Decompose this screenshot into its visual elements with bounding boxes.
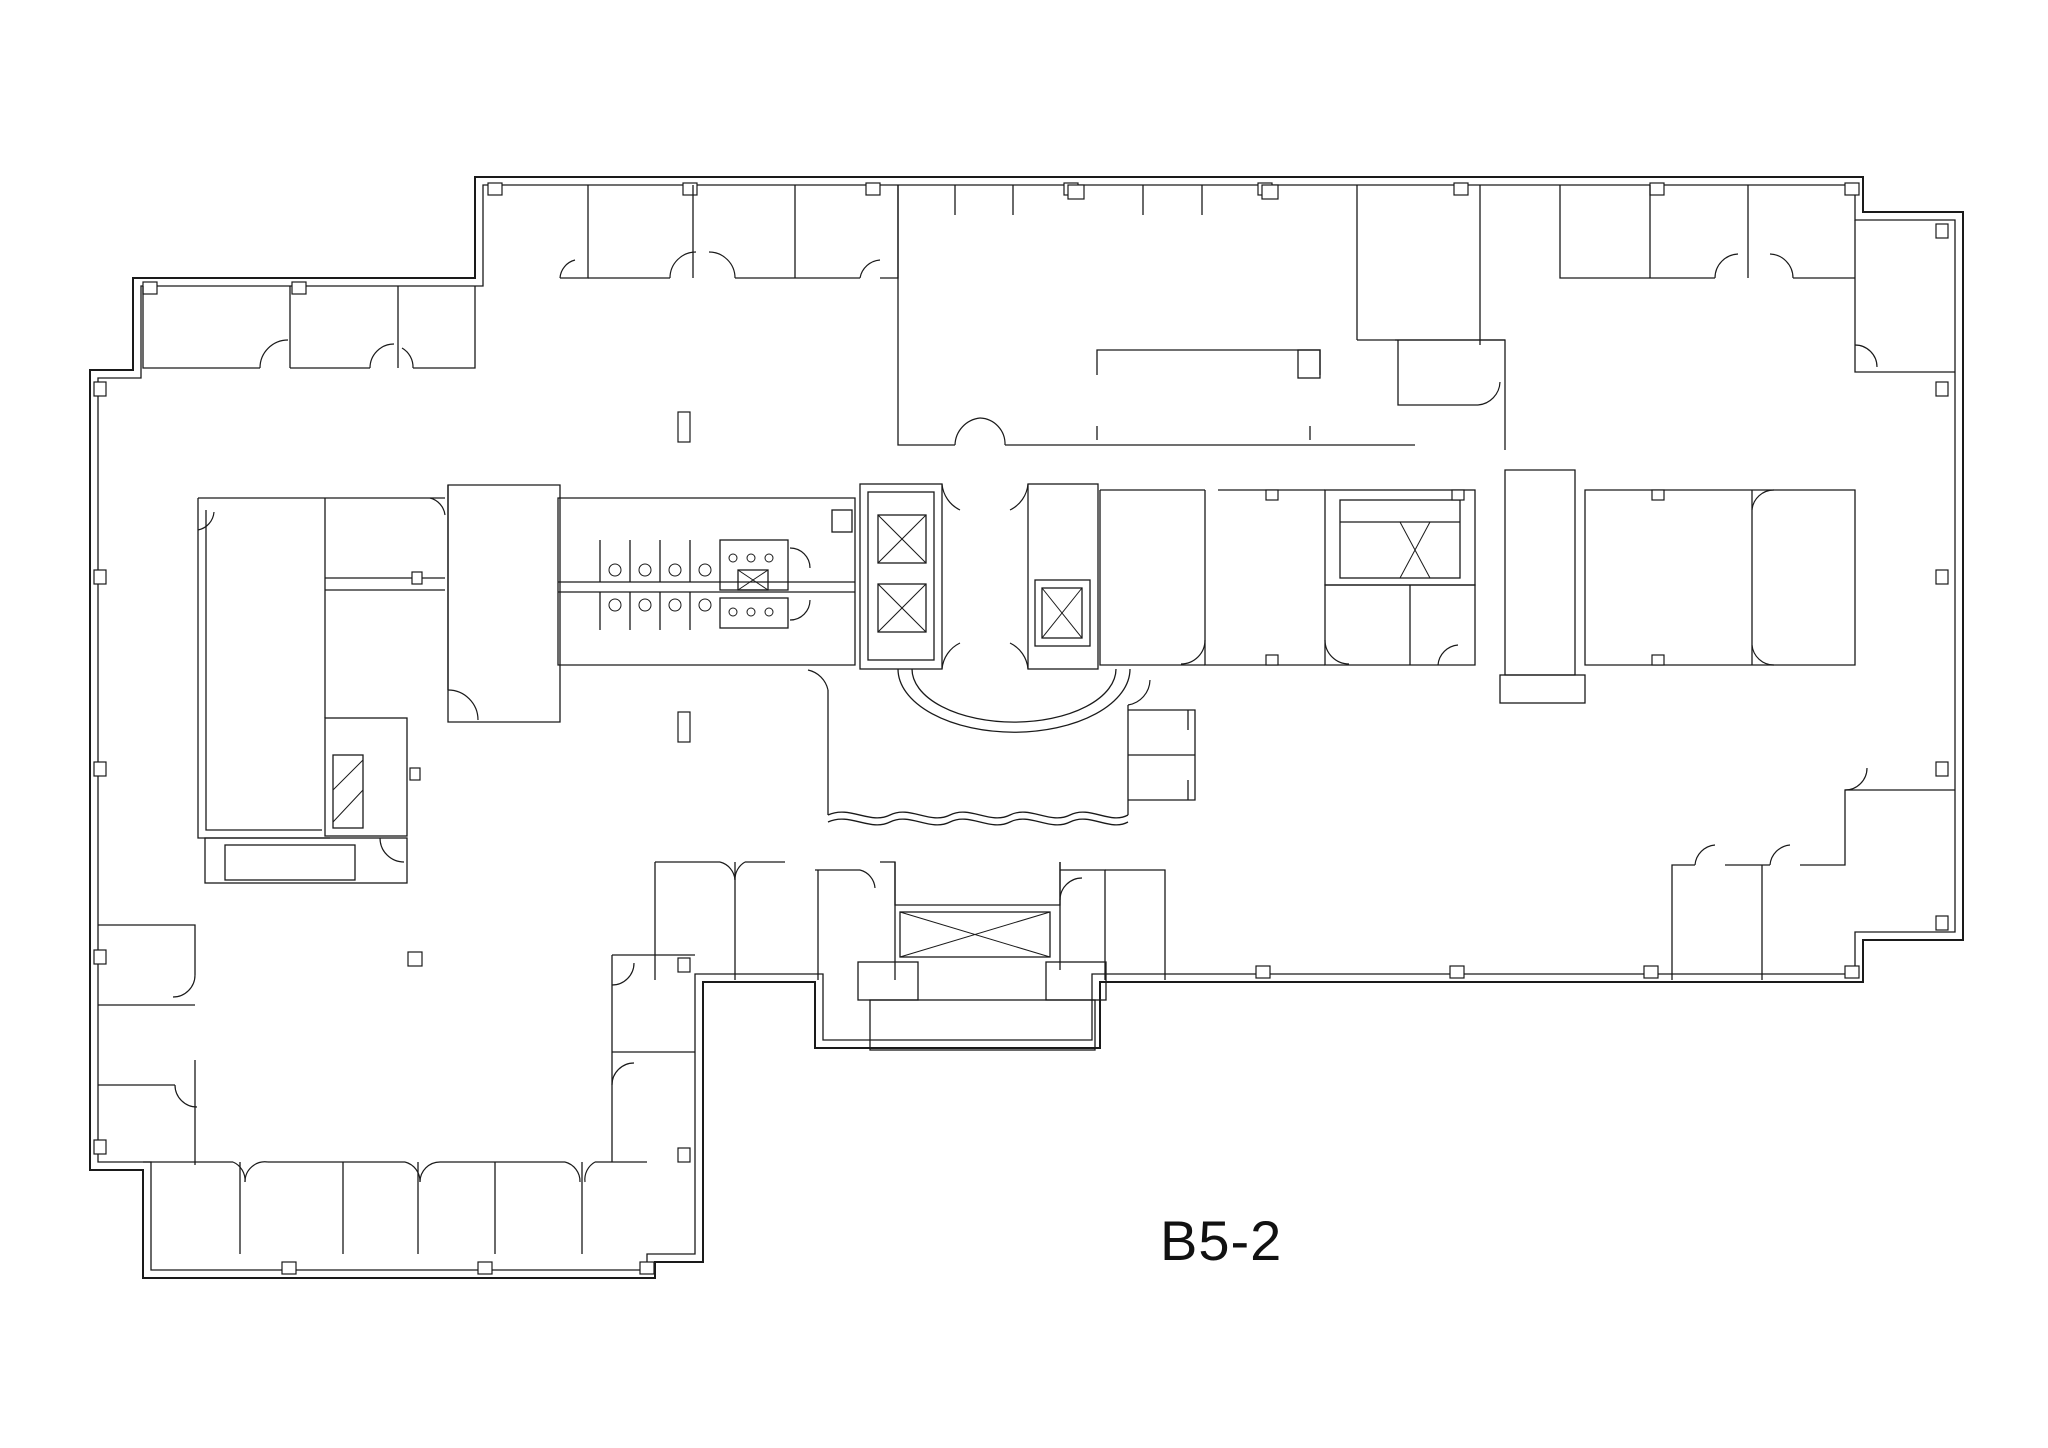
plan-label: B5-2 [1160, 1209, 1283, 1272]
west-core [197, 484, 561, 884]
interior-columns [407, 411, 691, 967]
offices-west [98, 924, 198, 1165]
offices-top-right [1479, 185, 1955, 373]
offices-top-center [559, 185, 899, 279]
restroom-core [557, 497, 856, 666]
exterior-wall [89, 176, 1964, 1279]
south-lobby [807, 669, 1196, 826]
offices-south-west [143, 1161, 647, 1254]
core-east-rooms [1099, 339, 1586, 704]
perimeter-columns [93, 182, 1949, 1275]
elevator-lobby [859, 483, 1131, 733]
offices-inner-south-west [611, 954, 695, 1163]
offices-east [1584, 489, 1856, 666]
offices-south-center [654, 861, 1166, 1051]
offices-top-left [142, 286, 476, 369]
open-office-north [897, 184, 1506, 450]
offices-south-east [1671, 767, 1955, 980]
